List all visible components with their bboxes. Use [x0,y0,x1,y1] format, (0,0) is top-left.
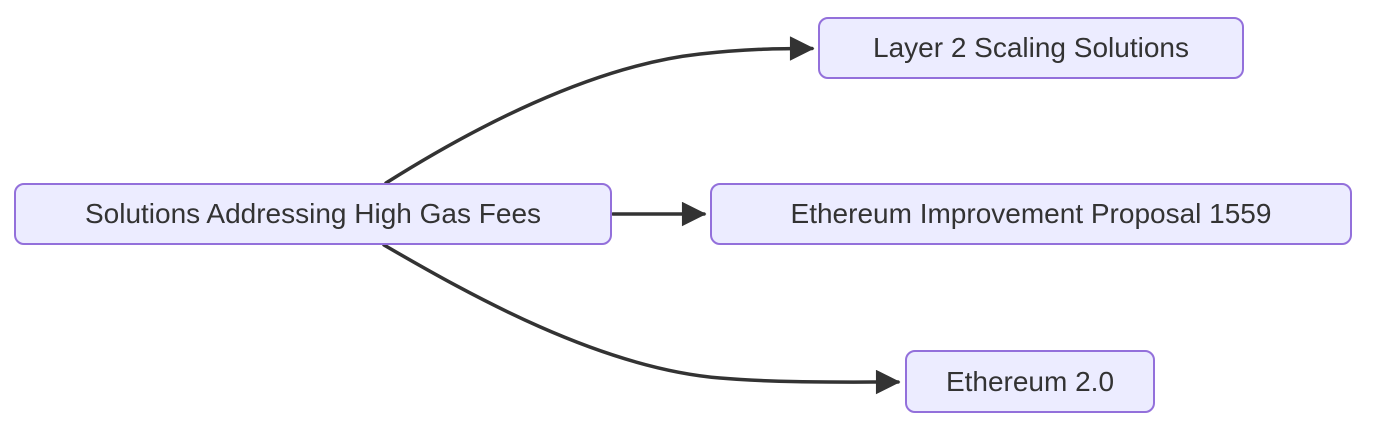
edge-gas-fees-to-layer2 [384,36,815,185]
edge-gas-fees-to-eth2 [382,243,901,395]
node-eip1559: Ethereum Improvement Proposal 1559 [710,183,1352,245]
node-gas-fees: Solutions Addressing High Gas Fees [14,183,612,245]
node-eth2: Ethereum 2.0 [905,350,1155,413]
node-layer2: Layer 2 Scaling Solutions [818,17,1244,79]
